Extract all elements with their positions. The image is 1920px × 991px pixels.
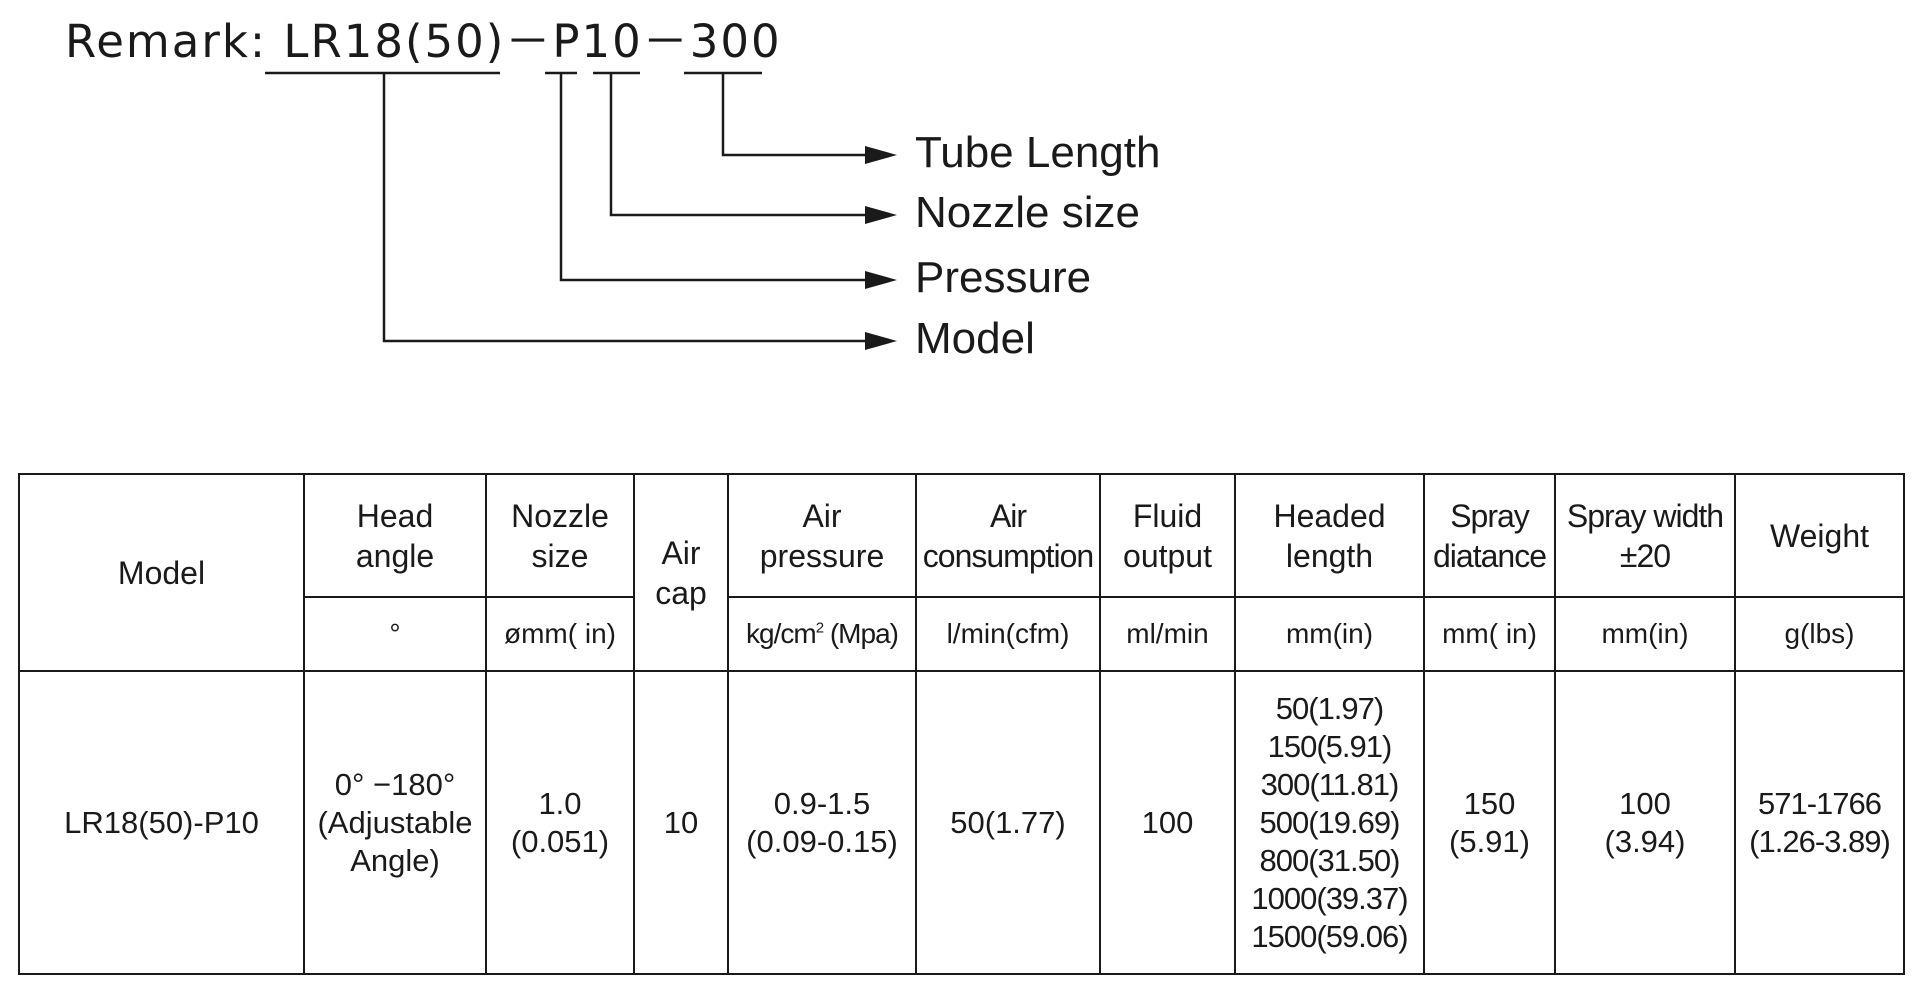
header-spray-width: Spray width ±20 [1554,473,1736,598]
unit-fluid-output: ml/min [1099,596,1236,672]
header-spray-distance: Spray diatance [1423,473,1556,598]
remark-code: Remark: LR18(50)－P10－300 [65,12,782,72]
unit-air-pressure-base: kg/cm [746,618,817,649]
unit-air-pressure: kg/cm2 (Mpa) [727,596,917,672]
code-model: LR18(50) [283,15,506,68]
code-tube: 300 [689,15,782,68]
cell-weight: 571-1766 (1.26-3.89) [1734,670,1905,975]
legend-pressure: Pressure [915,253,1092,302]
legend-model: Model [915,314,1035,363]
header-head-angle: Head angle [303,473,487,598]
leader-nozzle-size [609,73,865,217]
leader-tube-length [721,73,865,157]
unit-air-pressure-exponent: 2 [815,619,824,637]
unit-row: ° ømm( in) kg/cm2 (Mpa) l/min(cfm) ml/mi… [19,596,1905,672]
cell-head-angle: 0° −180° (Adjustable Angle) [303,670,487,975]
cell-spray-distance: 150 (5.91) [1423,670,1556,975]
model-code-legend: Remark: LR18(50)－P10－300 Tube Length Noz… [0,0,1920,400]
unit-air-consumption: l/min(cfm) [915,596,1101,672]
cell-air-consumption: 50(1.77) [915,670,1101,975]
arrow-head [865,332,897,350]
arrow-head [865,206,897,224]
cell-spray-width: 100 (3.94) [1554,670,1736,975]
header-weight: Weight [1734,473,1905,598]
unit-spray-width: mm(in) [1554,596,1736,672]
remark-prefix: Remark: [65,15,284,68]
header-headed-length: Headed length [1234,473,1425,598]
legend-tube-length: Tube Length [915,128,1161,177]
cell-fluid-output: 100 [1099,670,1236,975]
table-row: LR18(50)-P10 0° −180° (Adjustable Angle)… [18,670,1905,975]
specification-table: Model Head angle Nozzle size Air cap Air… [18,473,1905,975]
header-model: Model [18,473,305,672]
cell-air-cap: 10 [633,670,729,975]
header-row: Model Head angle Nozzle size Air cap Air… [18,473,1905,672]
unit-air-pressure-mpa: (Mpa) [823,618,899,649]
code-nozzle: 10 [581,15,643,68]
header-air-pressure: Air pressure [727,473,917,598]
header-fluid-output: Fluid output [1099,473,1236,598]
cell-model: LR18(50)-P10 [18,670,305,975]
leader-model [382,73,865,343]
leader-pressure [559,73,865,282]
code-pressure: P [552,15,582,68]
code-separator: － [642,15,690,68]
cell-nozzle-size: 1.0 (0.051) [485,670,635,975]
code-separator: － [505,15,553,68]
arrow-head [865,271,897,289]
unit-head-angle: ° [303,596,487,672]
header-air-cap: Air cap [633,473,729,672]
unit-weight: g(lbs) [1734,596,1905,672]
header-nozzle-size: Nozzle size [485,473,635,598]
legend-nozzle-size: Nozzle size [915,188,1140,237]
unit-headed-length: mm(in) [1234,596,1425,672]
cell-air-pressure: 0.9-1.5 (0.09-0.15) [727,670,917,975]
unit-spray-distance: mm( in) [1423,596,1556,672]
arrow-head [865,146,897,164]
header-air-consumption: Air consumption [915,473,1101,598]
unit-nozzle-size: ømm( in) [485,596,635,672]
cell-headed-length: 50(1.97) 150(5.91) 300(11.81) 500(19.69)… [1234,670,1425,975]
legend-connectors [265,71,897,350]
